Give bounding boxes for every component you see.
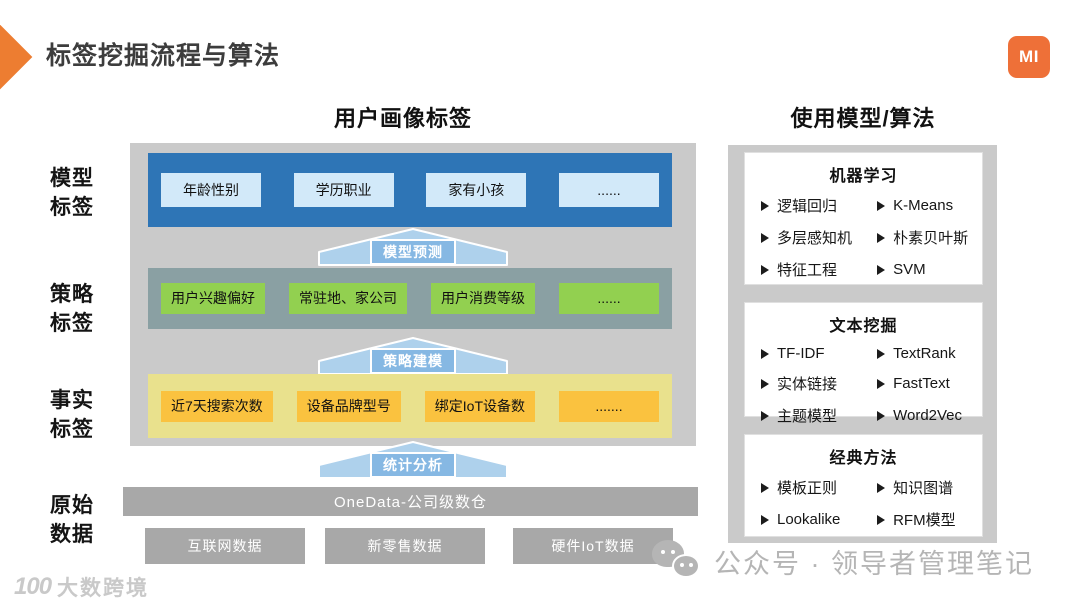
algorithm-item: 特征工程 bbox=[761, 259, 877, 280]
arrow-bullet-icon bbox=[761, 348, 769, 359]
algorithm-item: 实体链接 bbox=[761, 373, 877, 394]
algorithm-group-classic-methods: 经典方法 模板正则 知识图谱 Lookalike RFM模型 bbox=[744, 434, 983, 537]
tag-box: 设备品牌型号 bbox=[296, 390, 401, 422]
model-prediction-arrow: 模型预测 bbox=[318, 228, 508, 266]
raw-data-label: 原始 数据 bbox=[50, 494, 94, 546]
arrow-bullet-icon bbox=[761, 200, 769, 211]
tag-box: 年龄性别 bbox=[161, 173, 261, 207]
arrow-bullet-icon bbox=[761, 482, 769, 493]
fact-tags-band: 近7天搜索次数 设备品牌型号 绑定IoT设备数 ....... bbox=[148, 374, 672, 438]
algorithm-item: RFM模型 bbox=[877, 509, 976, 530]
algorithm-item: TF-IDF bbox=[761, 345, 877, 362]
algorithm-item: 主题模型 bbox=[761, 405, 877, 426]
tag-box-ellipsis: ...... bbox=[558, 173, 659, 207]
wechat-icon bbox=[652, 540, 702, 582]
tag-box: 近7天搜索次数 bbox=[161, 390, 273, 422]
arrow-bullet-icon bbox=[761, 264, 769, 275]
algorithm-item: 知识图谱 bbox=[877, 477, 976, 498]
xiaomi-logo-text: MI bbox=[1019, 47, 1039, 66]
arrow-label: 模型预测 bbox=[370, 239, 456, 265]
arrow-bullet-icon bbox=[761, 378, 769, 389]
algorithm-item: K-Means bbox=[877, 195, 976, 216]
tag-box: 家有小孩 bbox=[426, 173, 527, 207]
algorithm-item: FastText bbox=[877, 373, 976, 394]
algorithm-item: TextRank bbox=[877, 345, 976, 362]
user-profile-tags-heading: 用户画像标签 bbox=[333, 106, 472, 131]
algorithm-item: Word2Vec bbox=[877, 405, 976, 426]
group-title: 文本挖掘 bbox=[829, 318, 898, 335]
strategy-tags-band: 用户兴趣偏好 常驻地、家公司 用户消费等级 ...... bbox=[148, 268, 672, 329]
arrow-label: 策略建模 bbox=[370, 348, 456, 374]
dashukuajing-watermark: 100 大数跨境 bbox=[14, 572, 149, 602]
dashukuajing-logo-icon: 100 bbox=[14, 573, 52, 600]
arrow-bullet-icon bbox=[761, 410, 769, 421]
algorithm-group-text-mining: 文本挖掘 TF-IDF TextRank 实体链接 FastText 主题模型 … bbox=[744, 302, 983, 425]
new-retail-data-box: 新零售数据 bbox=[325, 528, 485, 564]
arrow-bullet-icon bbox=[877, 482, 886, 493]
tag-box: 用户兴趣偏好 bbox=[161, 283, 265, 314]
hardware-iot-data-box: 硬件IoT数据 bbox=[513, 528, 673, 564]
tag-box-ellipsis: ....... bbox=[558, 390, 659, 422]
arrow-bullet-icon bbox=[877, 232, 886, 243]
tag-box-ellipsis: ...... bbox=[559, 283, 659, 314]
page-title: 标签挖掘流程与算法 bbox=[46, 42, 281, 70]
tag-box: 学历职业 bbox=[293, 173, 394, 207]
tag-box: 常驻地、家公司 bbox=[289, 283, 407, 314]
algorithm-item: 多层感知机 bbox=[761, 227, 877, 248]
internet-data-box: 互联网数据 bbox=[145, 528, 305, 564]
strategy-modeling-arrow: 策略建模 bbox=[318, 337, 508, 375]
title-chevron-icon bbox=[0, 21, 33, 93]
arrow-bullet-icon bbox=[877, 514, 886, 525]
algorithm-group-machine-learning: 机器学习 逻辑回归 K-Means 多层感知机 朴素贝叶斯 特征工程 SVM bbox=[744, 152, 983, 285]
algorithm-item: Lookalike bbox=[761, 509, 877, 530]
statistical-analysis-arrow: 统计分析 bbox=[318, 441, 508, 479]
arrow-bullet-icon bbox=[877, 378, 886, 389]
fact-tags-label: 事实 标签 bbox=[50, 389, 94, 441]
xiaomi-logo: MI bbox=[1008, 36, 1050, 78]
algorithm-item: 模板正则 bbox=[761, 477, 877, 498]
arrow-label: 统计分析 bbox=[370, 452, 456, 478]
group-title: 经典方法 bbox=[829, 450, 898, 467]
arrow-bullet-icon bbox=[877, 264, 886, 275]
algorithm-item: SVM bbox=[877, 259, 976, 280]
strategy-tags-label: 策略 标签 bbox=[50, 283, 94, 335]
arrow-bullet-icon bbox=[877, 410, 886, 421]
algorithm-item: 逻辑回归 bbox=[761, 195, 877, 216]
wechat-account-watermark: 公众号 · 领导者管理笔记 bbox=[652, 540, 1034, 582]
arrow-bullet-icon bbox=[761, 232, 769, 243]
tag-box: 用户消费等级 bbox=[431, 283, 535, 314]
onedata-warehouse-bar: OneData-公司级数仓 bbox=[123, 487, 698, 516]
tag-box: 绑定IoT设备数 bbox=[424, 390, 535, 422]
arrow-bullet-icon bbox=[877, 200, 886, 211]
wechat-account-watermark-text: 公众号 · 领导者管理笔记 bbox=[714, 548, 1034, 579]
arrow-bullet-icon bbox=[761, 514, 769, 525]
algorithm-item: 朴素贝叶斯 bbox=[877, 227, 976, 248]
arrow-bullet-icon bbox=[877, 348, 886, 359]
model-tags-band: 年龄性别 学历职业 家有小孩 ...... bbox=[148, 153, 672, 227]
model-tags-label: 模型 标签 bbox=[50, 167, 94, 219]
dashukuajing-watermark-text: 大数跨境 bbox=[57, 577, 150, 600]
group-title: 机器学习 bbox=[829, 168, 898, 185]
models-algorithms-heading: 使用模型/算法 bbox=[790, 106, 936, 131]
